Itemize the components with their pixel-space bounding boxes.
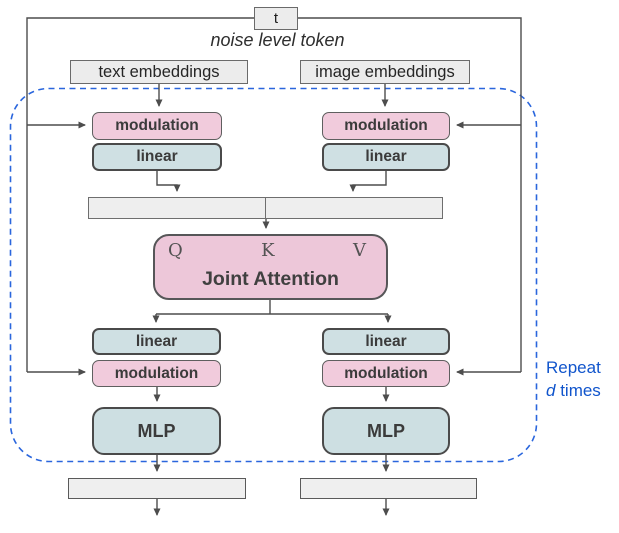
token-divider <box>265 198 267 218</box>
joint-attention-box: Q K V Joint Attention <box>153 234 388 300</box>
joint-attention-title: Joint Attention <box>202 268 339 290</box>
repeat-note-times: times <box>555 381 601 400</box>
query-label: Q <box>168 240 183 261</box>
image-output-bar <box>300 478 477 499</box>
qkv-row: Q K V <box>155 240 386 261</box>
concat-tokens-bar <box>88 197 443 219</box>
text-mlp-box: MLP <box>92 407 221 455</box>
image-mlp-box: MLP <box>322 407 450 455</box>
image-post-linear-box: linear <box>322 328 450 355</box>
value-label: V <box>353 240 366 261</box>
noise-token-box: t <box>254 7 298 30</box>
text-post-linear-box: linear <box>92 328 221 355</box>
repeat-note-d: d <box>546 381 556 400</box>
image-post-modulation-box: modulation <box>322 360 450 387</box>
text-pre-linear-box: linear <box>92 143 222 171</box>
image-pre-linear-box: linear <box>322 143 450 171</box>
text-pre-modulation-box: modulation <box>92 112 222 140</box>
key-label: K <box>261 240 275 261</box>
repeat-note: Repeat d times <box>546 356 618 402</box>
repeat-block-outline <box>9 87 538 463</box>
text-output-bar <box>68 478 246 499</box>
text-embeddings-box: text embeddings <box>70 60 248 84</box>
repeat-note-line1: Repeat <box>546 358 601 377</box>
image-pre-modulation-box: modulation <box>322 112 450 140</box>
text-post-modulation-box: modulation <box>92 360 221 387</box>
noise-level-token-caption: noise level token <box>210 30 345 50</box>
image-embeddings-box: image embeddings <box>300 60 470 84</box>
